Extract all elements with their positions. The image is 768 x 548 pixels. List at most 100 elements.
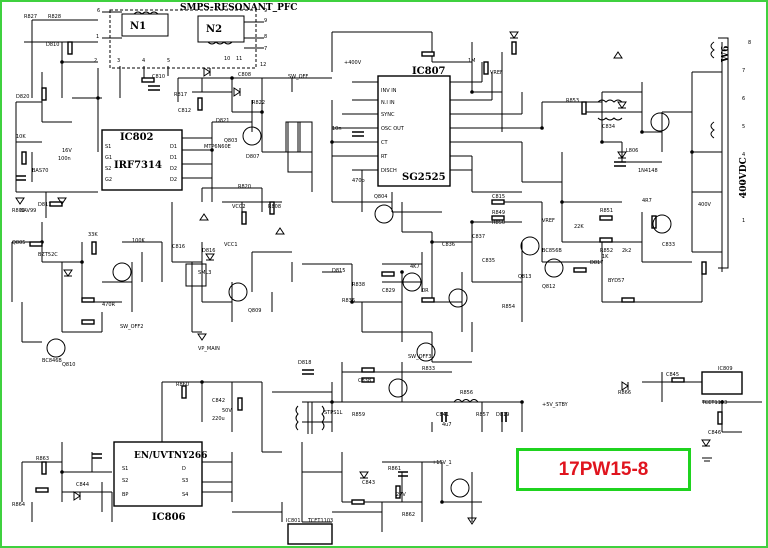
connector-w6 xyxy=(710,37,729,269)
ic802-ref: IC802 xyxy=(120,132,154,143)
tx-pin: 12 xyxy=(260,62,266,68)
part-label: C812 xyxy=(178,108,191,114)
part-label: R854 xyxy=(502,304,515,310)
ic807-pin: OSC OUT xyxy=(381,126,405,132)
tx-pin: 9 xyxy=(264,8,267,14)
net-label: SW_OFF xyxy=(288,74,308,80)
ic802-pin: S2 xyxy=(105,166,111,172)
switch-pl808 xyxy=(287,121,313,173)
inductor-l806 xyxy=(453,399,479,403)
ic802-pin: S1 xyxy=(105,144,111,150)
ic806-pin: S2 xyxy=(122,478,128,484)
value-label: BC846B xyxy=(42,358,62,364)
ic806-body xyxy=(113,441,203,507)
value-label: 50V xyxy=(222,408,232,414)
ic802-pin: D2 xyxy=(170,177,177,183)
tx-pin: 4 xyxy=(142,58,145,64)
part-label: R861 xyxy=(388,466,401,472)
part-label: C845 xyxy=(666,372,679,378)
winding-n2-label: N2 xyxy=(206,24,222,35)
ic806-pin: D xyxy=(182,466,186,472)
ic801-body xyxy=(287,523,333,545)
part-label: R862 xyxy=(402,512,415,518)
part-label: Q804 xyxy=(374,194,387,200)
tx-pin: 2 xyxy=(94,58,97,64)
coil-n1 xyxy=(133,11,159,15)
value-label: 4u7 xyxy=(442,422,452,428)
net-label: +15V_1 xyxy=(432,460,452,466)
part-label: Q812 xyxy=(542,284,555,290)
drive-transformer xyxy=(597,99,623,121)
part-label: D815 xyxy=(332,268,345,274)
standby-transformer xyxy=(295,402,325,434)
ic806-ref: IC806 xyxy=(152,512,186,523)
tx-pin: 7 xyxy=(264,46,267,52)
ic806-part: EN/UVTNY266 xyxy=(134,451,207,461)
part-label: R859 xyxy=(352,412,365,418)
ic807-pin: N.I IN xyxy=(381,100,395,106)
part-label: C842 xyxy=(212,398,225,404)
connector-pin: 8 xyxy=(748,40,751,46)
connector-pin: 4 xyxy=(742,152,745,158)
value-label: 33K xyxy=(88,232,98,238)
part-label: D819 xyxy=(496,412,509,418)
part-label: D818 xyxy=(298,360,311,366)
net-label: VCC1 xyxy=(224,242,238,248)
ic801-ref: IC801 xyxy=(286,518,301,524)
part-label: D821 xyxy=(216,118,229,124)
part-label: R852 xyxy=(600,248,613,254)
ground-symbols xyxy=(15,51,712,525)
part-label: D807 xyxy=(246,154,259,160)
ic806-pin: S3 xyxy=(182,478,188,484)
schematic-title: SMPS-RESONANT_PFC xyxy=(180,3,297,13)
value-label: 100K xyxy=(132,238,146,244)
value-label: 1M xyxy=(468,58,476,64)
ic807-pin: DISCH xyxy=(381,168,397,174)
value-label: MTP6N60E xyxy=(204,144,231,150)
ic806-pin: S4 xyxy=(182,492,188,498)
value-label: 22K xyxy=(574,224,584,230)
part-label: C846 xyxy=(708,430,721,436)
ic802-pin: D2 xyxy=(170,166,177,172)
value-label: 4R7 xyxy=(642,198,652,204)
part-label: C810 xyxy=(152,74,165,80)
part-label: L806 xyxy=(626,148,638,154)
value-label: 16V xyxy=(62,148,72,154)
value-label: BZT52C xyxy=(38,252,58,258)
value-label: 470p xyxy=(352,178,365,184)
transistors xyxy=(46,112,672,498)
ic807-pin: INV IN xyxy=(381,88,397,94)
switch-small xyxy=(185,263,207,287)
model-label: 17PW15-8 xyxy=(558,458,649,480)
part-label: C843 xyxy=(362,480,375,486)
part-label: R833 xyxy=(422,366,435,372)
part-label: C808 xyxy=(238,72,251,78)
ic807-pin: CT xyxy=(381,140,388,146)
value-label: 27V xyxy=(396,492,406,498)
ic802-pin: D1 xyxy=(170,144,177,150)
part-label: C836 xyxy=(442,242,455,248)
part-label: D811 xyxy=(38,202,51,208)
value-label: 10n xyxy=(332,126,342,132)
ic806-pin: S1 xyxy=(122,466,128,472)
part-label: R822 xyxy=(252,100,265,106)
part-label: R836 xyxy=(342,298,355,304)
part-label: C844 xyxy=(76,482,89,488)
part-label: R863 xyxy=(36,456,49,462)
ic802-pin: D1 xyxy=(170,155,177,161)
part-label: R866 xyxy=(618,390,631,396)
value-label: 100n xyxy=(58,156,71,162)
part-label: C834 xyxy=(602,124,615,130)
part-label: R857 xyxy=(476,412,489,418)
connector-pin: 7 xyxy=(742,68,745,74)
tx-pin: 1 xyxy=(96,34,99,40)
part-labels: R827 R828 D820 D810 R817 C808 D821 R822 … xyxy=(12,14,721,518)
part-label: C816 xyxy=(172,244,185,250)
ic807-ref: IC807 xyxy=(412,66,446,77)
ic809-part: TCET1103 xyxy=(701,400,727,406)
value-label: SML3 xyxy=(198,270,211,276)
part-label: R864 xyxy=(12,502,25,508)
value-label: BYD57 xyxy=(608,278,624,284)
